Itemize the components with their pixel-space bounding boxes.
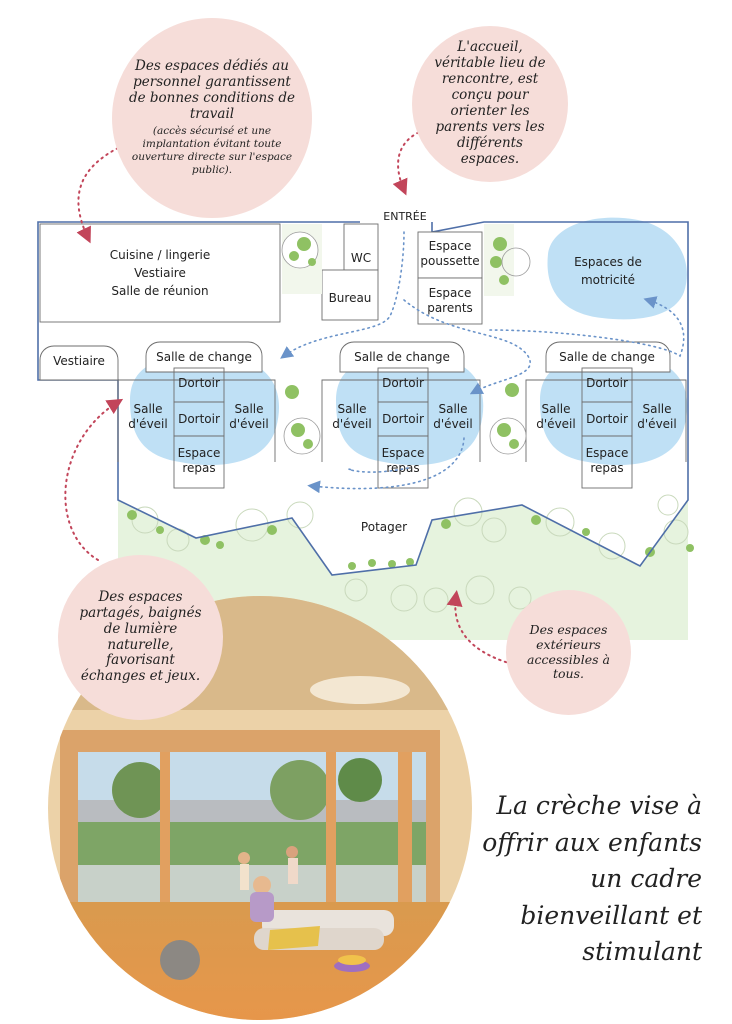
outdoor-spaces-callout: Des espaces extérieurs accessibles à tou… [506,590,631,715]
activity-label-1a-2: d'éveil [128,417,167,431]
office-label: Bureau [329,291,372,305]
welcome-callout: L'accueil, véritable lieu de rencontre, … [412,26,568,182]
staff-callout-main: Des espaces dédiés au personnel garantis… [128,57,296,122]
staff-spaces-callout: Des espaces dédiés au personnel garantis… [112,18,312,218]
room-outlines [39,223,671,381]
stroller-label-2: poussette [420,254,479,268]
garden-label: Potager [361,520,407,534]
kitchen-label-3: Salle de réunion [111,284,208,298]
activity-label-3a-1: Salle [541,402,570,416]
meal-label-1-2: repas [182,461,215,475]
tagline: La crèche vise à offrir aux enfants un c… [482,791,702,966]
welcome-callout-text: L'accueil, véritable lieu de rencontre, … [434,39,546,167]
kitchen-label-1: Cuisine / lingerie [110,248,211,262]
dormitory-label-2a: Dortoir [382,376,424,390]
outdoor-callout-text: Des espaces extérieurs accessibles à tou… [527,622,610,682]
activity-label-3b-2: d'éveil [637,417,676,431]
parents-label-2: parents [427,301,473,315]
dormitory-label-2b: Dortoir [382,412,424,426]
activity-label-2a-2: d'éveil [332,417,371,431]
changing-room-label-2: Salle de change [354,350,450,364]
entrance-label: ENTRÉE [383,210,426,223]
shared-callout-text: Des espaces partagés, baignés de lumière… [79,588,202,685]
activity-label-1b-1: Salle [234,402,263,416]
kitchen-label-2: Vestiaire [134,266,186,280]
shared-spaces-callout: Des espaces partagés, baignés de lumière… [58,555,223,720]
staff-callout-detail: (accès sécurisé et une implantation évit… [131,124,293,176]
dormitory-label-1a: Dortoir [178,376,220,390]
circulation-arrows [280,231,685,494]
patio-trees [281,224,531,455]
activity-label-1a-1: Salle [133,402,162,416]
dormitory-label-1b: Dortoir [178,412,220,426]
meal-label-3-1: Espace [586,446,629,460]
unit-outlines [117,367,687,489]
changing-room-label-1: Salle de change [156,350,252,364]
activity-label-2b-2: d'éveil [433,417,472,431]
meal-label-1-1: Espace [178,446,221,460]
activity-label-3b-1: Salle [642,402,671,416]
meal-label-2-1: Espace [382,446,425,460]
activity-label-1b-2: d'éveil [229,417,268,431]
activity-label-2a-1: Salle [337,402,366,416]
motor-label-2: motricité [581,273,635,287]
parents-label-1: Espace [429,286,472,300]
motor-label-1: Espaces de [574,255,642,269]
changing-room-label-3: Salle de change [559,350,655,364]
meal-label-3-2: repas [590,461,623,475]
dormitory-label-3b: Dortoir [586,412,628,426]
wc-label: WC [351,251,371,265]
activity-label-3a-2: d'éveil [536,417,575,431]
plan-labels: ENTRÉE Cuisine / lingerie Vestiaire Sall… [53,210,677,475]
activity-label-2b-1: Salle [438,402,467,416]
activity-zones [130,217,688,466]
cloakroom-label: Vestiaire [53,354,105,368]
stroller-label-1: Espace [429,239,472,253]
dormitory-label-3a: Dortoir [586,376,628,390]
meal-label-2-2: repas [386,461,419,475]
